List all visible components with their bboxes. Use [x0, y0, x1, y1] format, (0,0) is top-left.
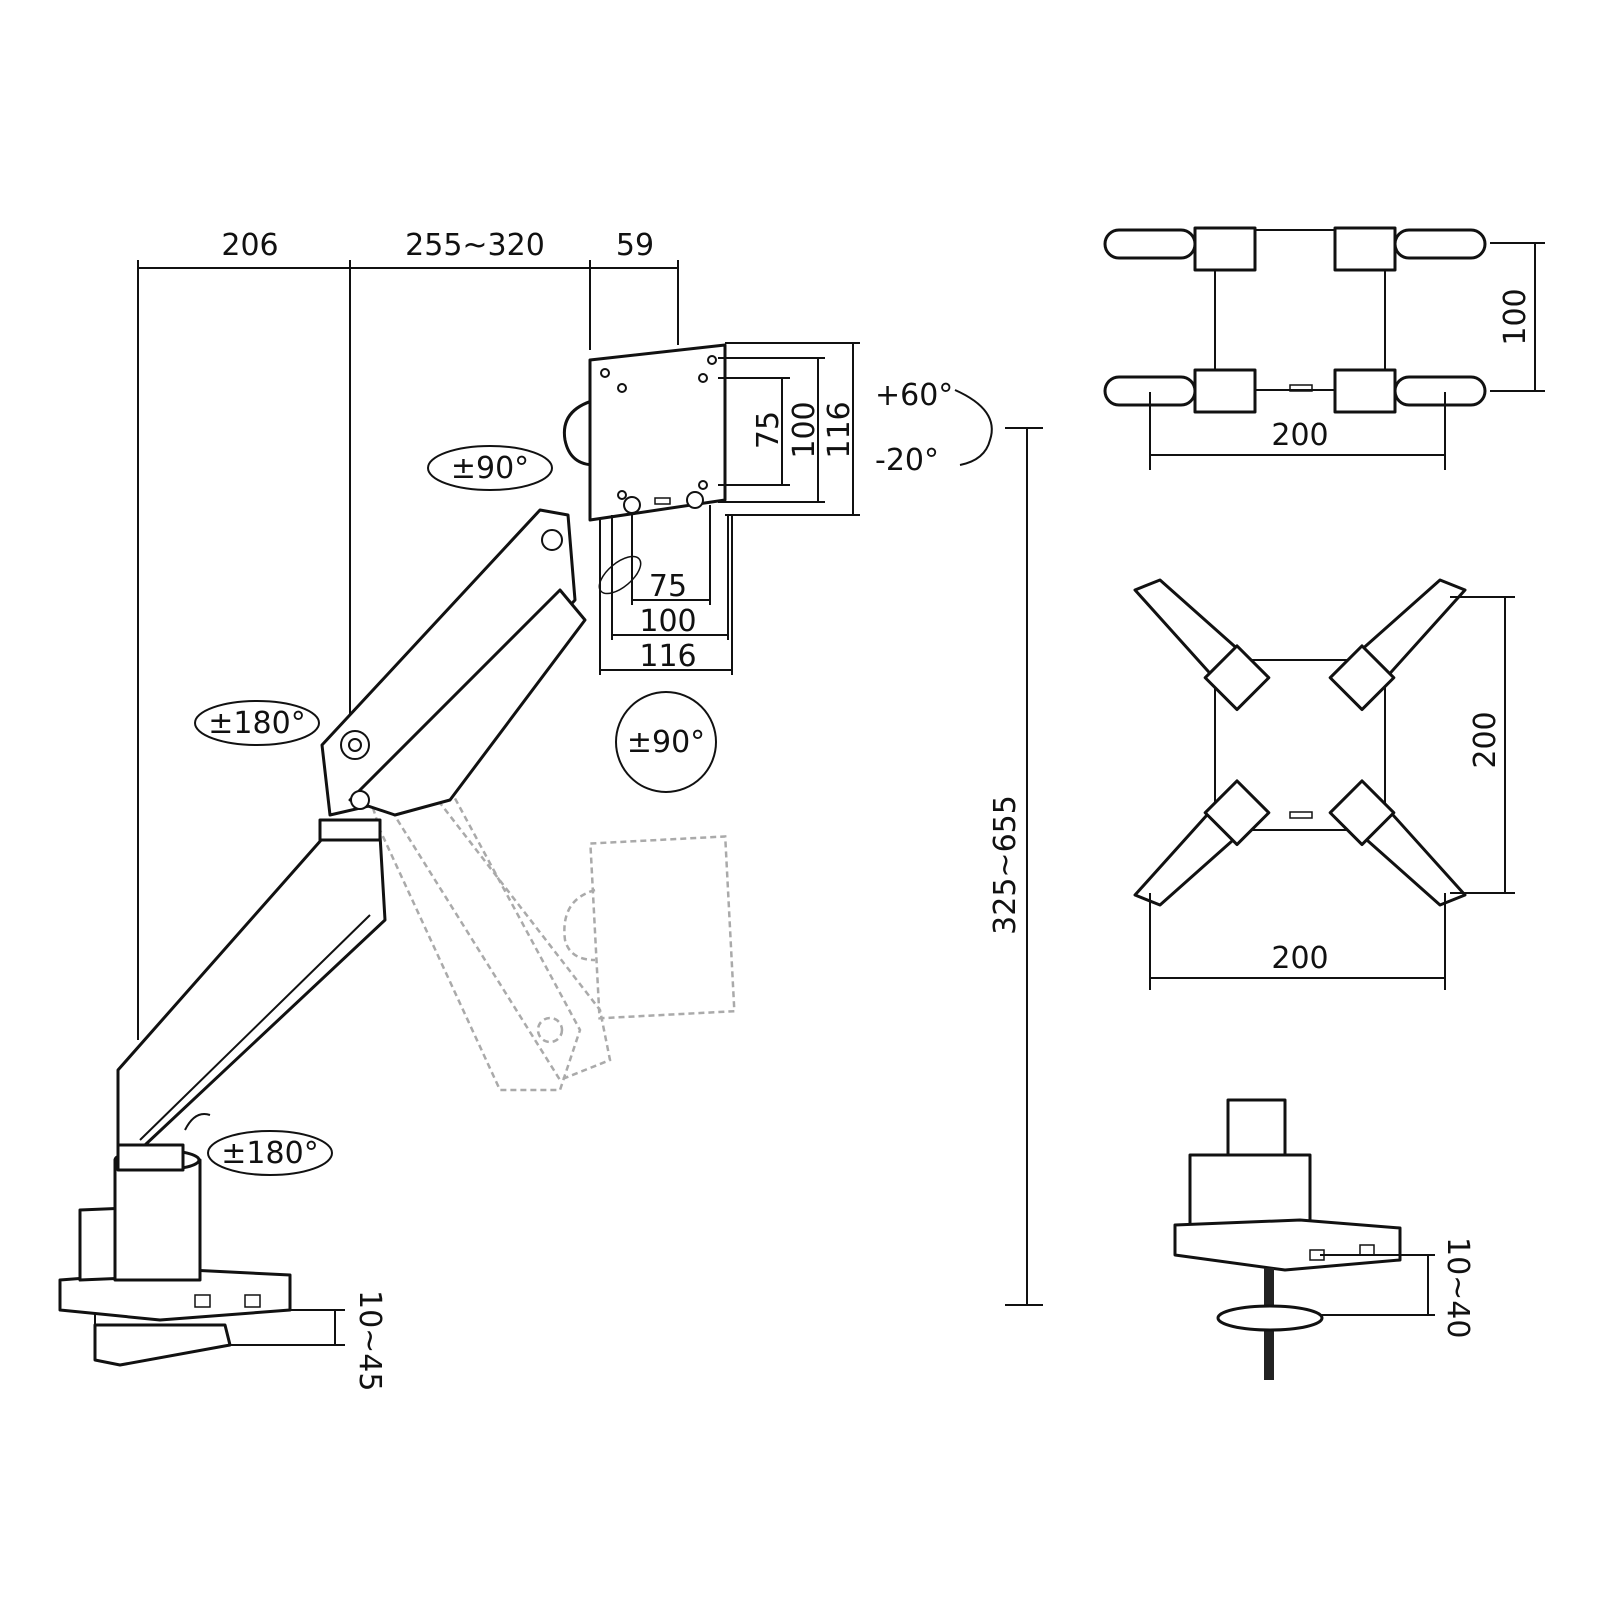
dim-vesa-75-h: 75: [649, 569, 687, 604]
dim-grommet-10-40: 10~40: [1440, 1237, 1475, 1338]
rotate-head-label: ±90°: [627, 725, 705, 760]
dim-vesa-100-h: 100: [639, 604, 696, 639]
swivel-base-label: ±180°: [221, 1136, 318, 1171]
dim-59: 59: [616, 228, 654, 263]
dim-255-320: 255~320: [405, 228, 545, 263]
rotate-circle: [615, 691, 717, 793]
dim-adapter-100: 100: [1498, 288, 1533, 345]
height-dimension: 325~655: [988, 427, 1043, 1306]
swivel-base-ellipse: [207, 1130, 333, 1176]
dim-x-adapter-200-w: 200: [1271, 941, 1328, 976]
grommet-mount: 10~40: [1173, 1098, 1475, 1380]
tilt-down-label: -20°: [875, 443, 939, 478]
vesa-vertical-dimensions: 75 100 116: [718, 342, 860, 516]
dim-vesa-116-v: 116: [822, 401, 857, 458]
dim-vesa-100-v: 100: [787, 401, 822, 458]
vesa-plate: [562, 343, 727, 522]
dim-height-325-655: 325~655: [988, 795, 1023, 935]
tilt-up-label: +60°: [875, 378, 953, 413]
dim-vesa-116-h: 116: [639, 639, 696, 674]
tilt-arrow-icon: [954, 389, 993, 466]
lower-arm: [116, 818, 387, 1172]
desk-clamp-base: 10~45: [58, 1148, 387, 1391]
dim-clamp-10-45: 10~45: [352, 1290, 387, 1391]
dim-adapter-200-w: 200: [1271, 418, 1328, 453]
top-dimensions: 206 255~320 59: [137, 228, 679, 1040]
dim-206: 206: [221, 228, 278, 263]
adapter-200x200: 200 200: [1133, 578, 1515, 990]
swivel-elbow-label: ±180°: [208, 706, 305, 741]
motion-annotations: +60° -20° ±90° ±90° ±180° ±180°: [194, 378, 993, 1176]
dim-vesa-75-v: 75: [751, 411, 786, 449]
swivel-head-label: ±90°: [451, 451, 529, 486]
swivel-elbow-ellipse: [194, 700, 320, 746]
adapter-100x200: 100 200: [1103, 226, 1545, 470]
upper-arm: [320, 508, 642, 817]
swivel-head-ellipse: [427, 445, 553, 491]
vesa-horizontal-dimensions: 75 100 116: [599, 505, 733, 675]
dim-x-adapter-200-h: 200: [1468, 711, 1503, 768]
